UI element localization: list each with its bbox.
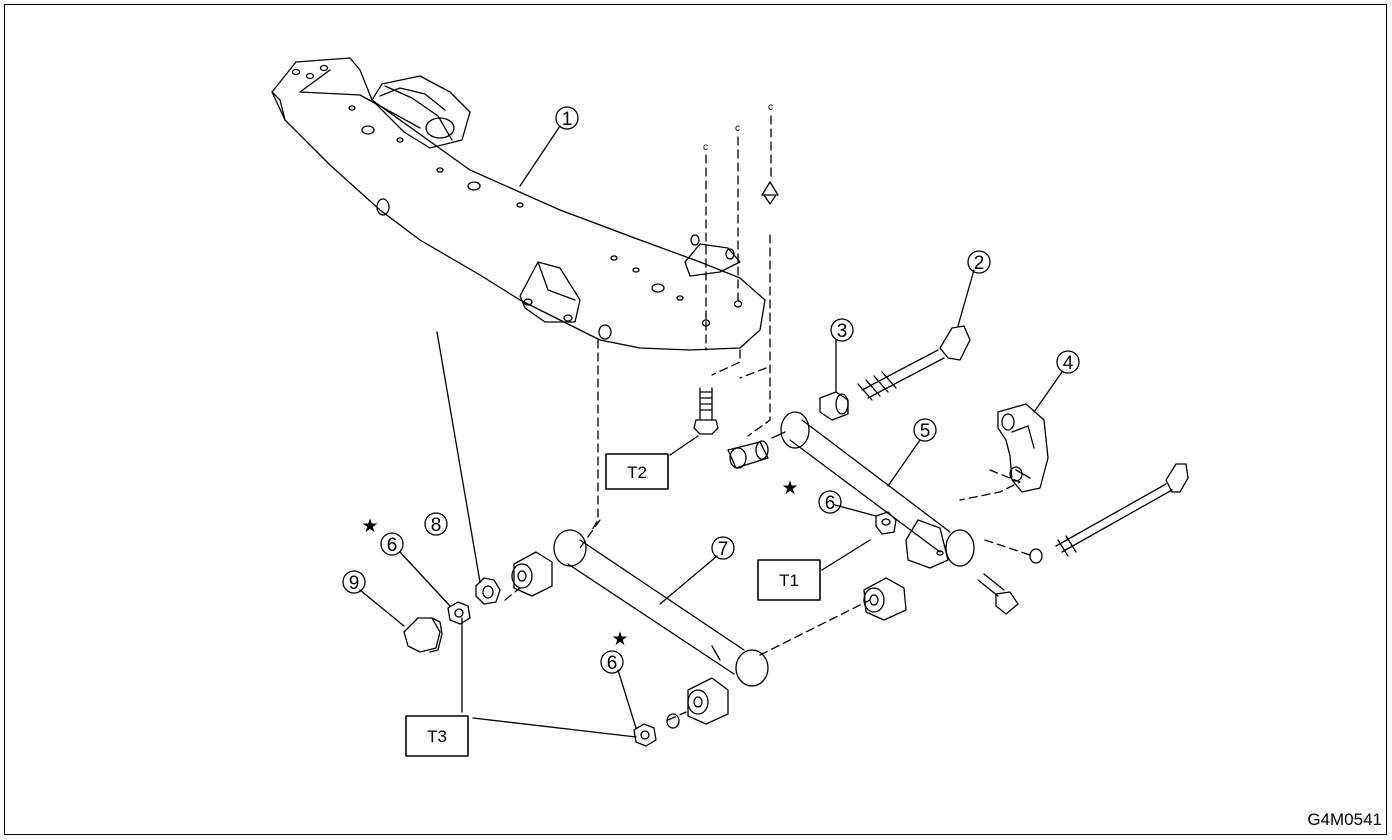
torque-label-t1: T1 <box>779 571 799 590</box>
star-icon: ★ <box>361 516 378 537</box>
callout-6-upper: 6 <box>825 493 836 514</box>
star-markers: ★ ★ ★ <box>361 478 798 650</box>
callout-5: 5 <box>920 421 931 442</box>
svg-text:c: c <box>768 102 773 113</box>
lower-link <box>553 529 769 687</box>
cap-9 <box>403 617 443 653</box>
bracket-4 <box>997 403 1049 493</box>
bushing-lower-left <box>511 551 553 597</box>
bushing-lower-end <box>666 677 729 729</box>
callout-4: 4 <box>1063 353 1074 374</box>
nut-6-left <box>447 601 471 625</box>
bushing-right <box>863 577 907 621</box>
crossmember <box>271 57 766 351</box>
callout-9: 9 <box>349 573 360 594</box>
torque-label-t2: T2 <box>627 463 647 482</box>
torque-label-t3: T3 <box>427 727 447 746</box>
nut-6-upper <box>875 511 897 535</box>
diagram-frame <box>4 4 1387 835</box>
small-bolt <box>977 573 1019 615</box>
callout-2: 2 <box>974 253 985 274</box>
callout-8: 8 <box>431 515 442 536</box>
dashed-leader-lines <box>504 115 1031 721</box>
star-icon: ★ <box>611 629 628 650</box>
callout-6-left: 6 <box>387 535 398 556</box>
crossmember-bolt <box>693 387 719 435</box>
torque-labels: T1 T2 T3 <box>427 463 799 746</box>
washer-8 <box>475 577 501 605</box>
long-bolt-right <box>1029 463 1189 564</box>
figure-id: G4M0541 <box>1307 810 1382 829</box>
bolt-2 <box>857 325 971 401</box>
callout-circles <box>342 106 1080 674</box>
svg-text:c: c <box>703 142 708 153</box>
callout-7: 7 <box>718 539 729 560</box>
upper-link <box>727 411 975 569</box>
bushing-3 <box>771 391 849 439</box>
callout-1: 1 <box>562 109 573 130</box>
callout-3: 3 <box>837 321 848 342</box>
mounting-clips: c c c <box>703 102 779 205</box>
svg-text:c: c <box>735 123 740 134</box>
nut-6-bottom <box>633 723 657 747</box>
torque-boxes <box>405 453 821 757</box>
star-icon: ★ <box>781 478 798 499</box>
callout-6-bottom: 6 <box>607 653 618 674</box>
callout-labels: 1 2 3 4 5 6 6 6 7 8 9 <box>349 109 1074 674</box>
callout-leaders <box>359 125 1063 738</box>
